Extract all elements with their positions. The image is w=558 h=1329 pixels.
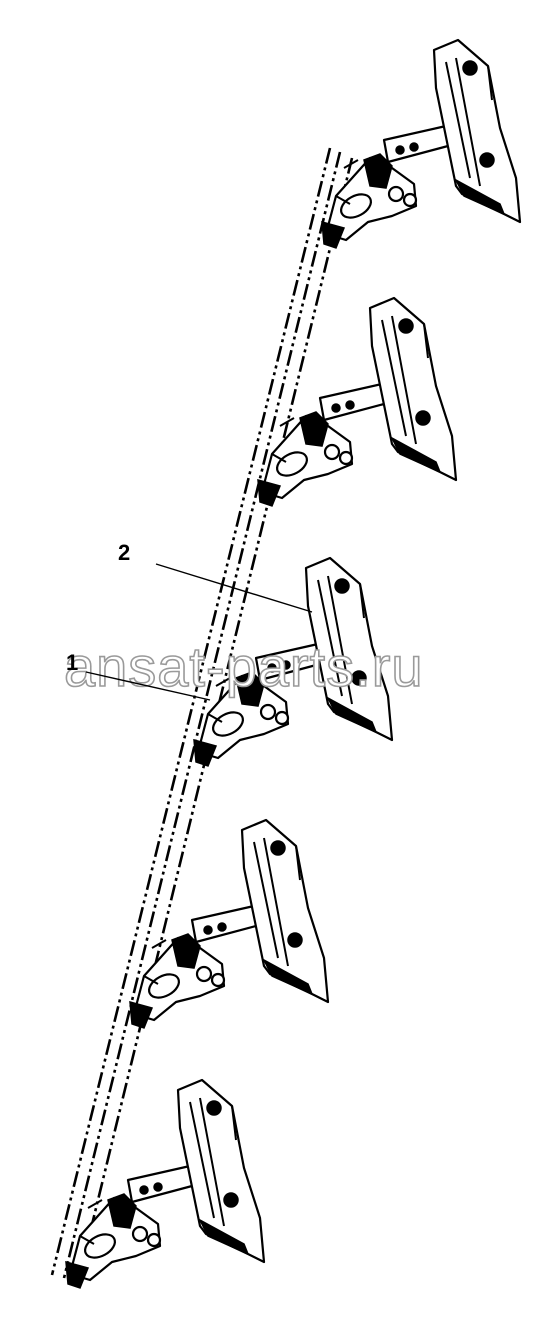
bracket-clamp-block	[235, 671, 265, 707]
bracket-foot	[193, 738, 218, 767]
callout-1: 1	[66, 650, 211, 701]
callout-1-label: 1	[66, 650, 78, 675]
blade-plate	[176, 1078, 266, 1264]
bracket-bushing	[323, 443, 341, 461]
hinge-pin	[340, 193, 372, 219]
arm-bolt	[139, 1185, 149, 1195]
blade-plate	[432, 38, 522, 224]
bracket-bushing	[274, 710, 290, 726]
arm-bolt	[395, 145, 405, 155]
blade-assembly-5	[65, 1078, 266, 1289]
blade-plate	[304, 556, 394, 742]
arm-bolt	[331, 403, 341, 413]
callout-1-leader	[85, 671, 211, 701]
blade-bolt-upper	[398, 318, 414, 334]
bracket-foot	[257, 478, 282, 507]
blade-edge-shadow	[326, 696, 378, 734]
arm-bolt	[217, 922, 227, 932]
blade-bolt-upper	[334, 578, 350, 594]
bracket-bushing	[195, 965, 213, 983]
callout-2-leader	[155, 563, 313, 613]
blade-assembly-1	[321, 38, 522, 249]
blade-edge-shadow	[198, 1218, 250, 1256]
hinge-pin	[212, 711, 244, 737]
blade-assembly-2	[257, 296, 458, 507]
blade-edge-shadow	[390, 436, 442, 474]
bracket-bushing	[210, 972, 226, 988]
bracket-clamp-block	[171, 933, 201, 969]
bracket-foot	[65, 1260, 90, 1289]
blade-bolt-upper	[462, 60, 478, 76]
bracket-bushing	[146, 1232, 162, 1248]
bracket-bushing	[387, 185, 405, 203]
blade-edge-shadow	[262, 958, 314, 996]
bracket-bushing	[338, 450, 354, 466]
blade-bolt-lower	[223, 1192, 239, 1208]
callout-2-label: 2	[118, 540, 130, 565]
blade-bolt-upper	[270, 840, 286, 856]
bracket-detail-lines	[207, 677, 231, 723]
blade-bolt-upper	[206, 1100, 222, 1116]
bracket-bushing	[259, 703, 277, 721]
hinge-pin	[148, 973, 180, 999]
bracket-foot	[129, 1000, 154, 1029]
arm-bolt	[267, 663, 277, 673]
blade-assemblies	[65, 38, 522, 1289]
blade-edge-lines	[381, 315, 429, 445]
blade-edge-lines	[445, 57, 493, 187]
blade-bolt-lower	[415, 410, 431, 426]
arm-bolt	[345, 400, 355, 410]
hinge-pin	[84, 1233, 116, 1259]
bracket-detail-lines	[143, 939, 167, 985]
bar-centerline-left	[50, 147, 332, 1276]
blade-edge-shadow	[454, 178, 506, 216]
arm-bolt	[203, 925, 213, 935]
arm-bolt	[409, 142, 419, 152]
bracket-detail-lines	[335, 159, 359, 205]
callout-2: 2	[118, 540, 313, 613]
bracket-foot	[321, 220, 346, 249]
bracket-clamp-block	[363, 153, 393, 189]
watermark-text: ansat-parts.ru	[64, 635, 424, 698]
bracket-clamp-block	[299, 411, 329, 447]
arm-bolt	[281, 660, 291, 670]
bracket-detail-lines	[271, 417, 295, 463]
blade-bolt-lower	[351, 670, 367, 686]
blade-edge-lines	[253, 837, 301, 967]
blade-plate	[240, 818, 330, 1004]
hinge-pin	[276, 451, 308, 477]
bracket-bushing	[131, 1225, 149, 1243]
blade-edge-lines	[189, 1097, 237, 1227]
blade-assembly-4	[129, 818, 330, 1029]
blade-plate	[368, 296, 458, 482]
blade-bolt-lower	[479, 152, 495, 168]
blade-bolt-lower	[287, 932, 303, 948]
bar-centerline-middle	[62, 151, 342, 1279]
bracket-clamp-block	[107, 1193, 137, 1229]
blade-edge-lines	[317, 575, 365, 705]
bracket-detail-lines	[79, 1199, 103, 1245]
bracket-bushing	[402, 192, 418, 208]
blade-assembly-3	[193, 556, 394, 767]
arm-bolt	[153, 1182, 163, 1192]
